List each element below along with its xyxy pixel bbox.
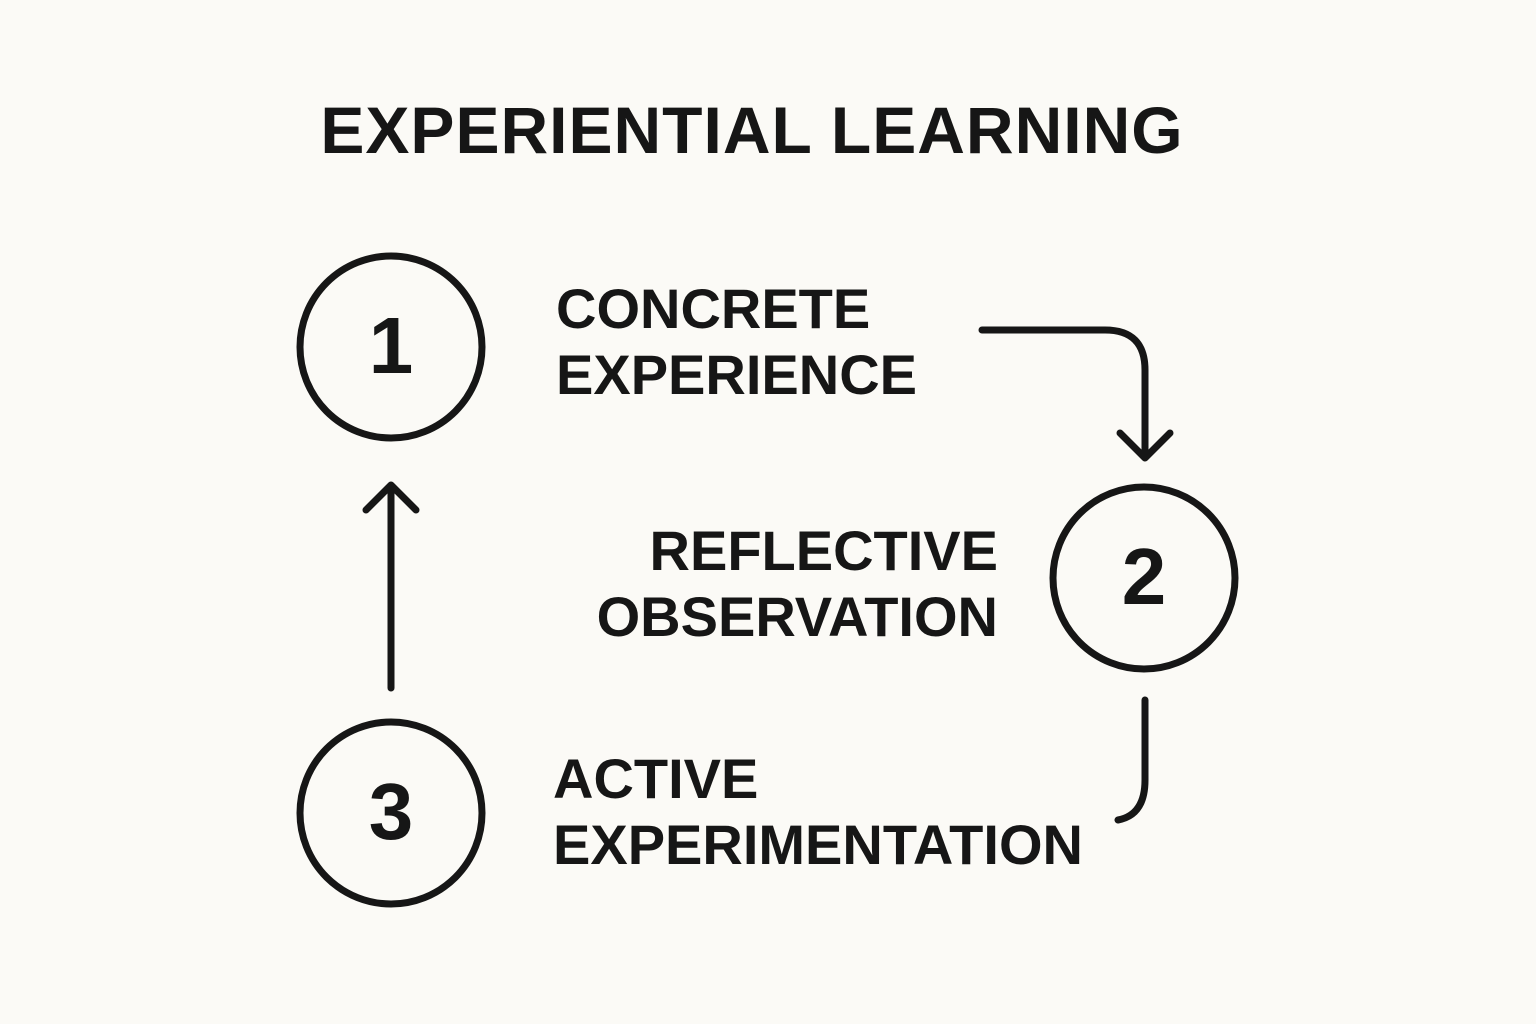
stage-3-label-line1: ACTIVE — [553, 747, 759, 810]
stage-3-number: 3 — [368, 767, 414, 856]
stage-1-label: CONCRETE EXPERIENCE — [556, 276, 917, 408]
diagram-title: EXPERIENTIAL LEARNING — [320, 93, 1184, 167]
stage-2-number: 2 — [1121, 532, 1167, 621]
arrow-3-to-1-head-icon — [362, 481, 420, 514]
stage-2-circle — [1049, 483, 1239, 673]
stage-2-label-line1: REFLECTIVE — [649, 519, 998, 582]
stage-3-label: ACTIVE EXPERIMENTATION — [553, 746, 1083, 878]
stage-3-label-line2: EXPERIMENTATION — [553, 813, 1083, 876]
arrow-1-to-2 — [978, 326, 1149, 459]
stage-2-label-line2: OBSERVATION — [596, 585, 998, 648]
stage-1-number: 1 — [368, 301, 414, 390]
stage-1-label-line1: CONCRETE — [556, 277, 871, 340]
stage-1-label-line2: EXPERIENCE — [556, 343, 917, 406]
stage-1-circle — [296, 252, 486, 442]
arrow-1-to-2-head-icon — [1116, 429, 1174, 462]
stage-3-circle — [296, 718, 486, 908]
stage-2-label: REFLECTIVE OBSERVATION — [597, 518, 998, 650]
arrow-2-to-3 — [1114, 696, 1149, 824]
